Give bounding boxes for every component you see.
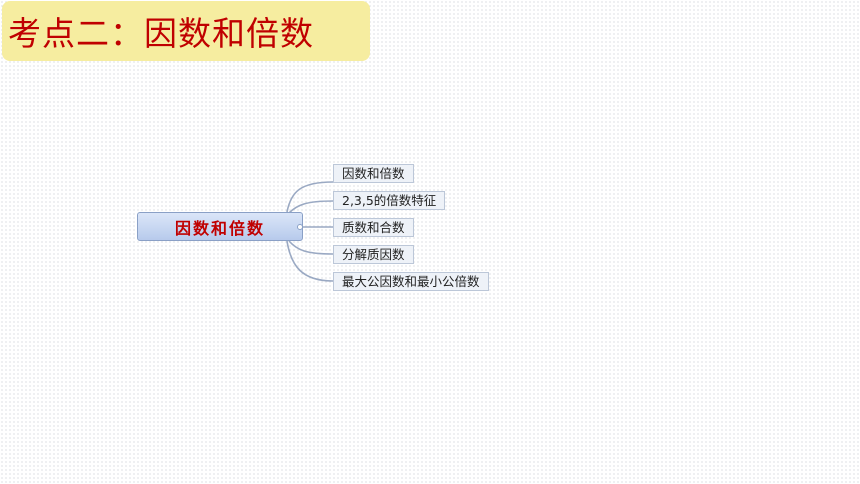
root-collapse-handle[interactable] xyxy=(297,224,303,230)
mindmap-child-node[interactable]: 2,3,5的倍数特征 xyxy=(333,191,446,210)
connector-2 xyxy=(288,200,334,214)
connector-4 xyxy=(288,240,334,255)
child-node-label: 因数和倍数 xyxy=(342,166,405,181)
mindmap-child-node[interactable]: 最大公因数和最小公倍数 xyxy=(333,272,489,291)
connector-5 xyxy=(286,240,334,282)
child-node-label: 最大公因数和最小公倍数 xyxy=(342,274,480,289)
page-title: 考点二：因数和倍数 xyxy=(8,14,314,53)
mindmap-child-node[interactable]: 质数和合数 xyxy=(333,218,414,237)
title-banner: 考点二：因数和倍数 xyxy=(2,1,370,61)
root-node-label: 因数和倍数 xyxy=(174,218,265,238)
child-node-label: 分解质因数 xyxy=(342,247,405,262)
connector-1 xyxy=(286,181,334,213)
mindmap-child-node[interactable]: 分解质因数 xyxy=(333,245,414,264)
child-node-label: 质数和合数 xyxy=(342,220,405,235)
mindmap-root-node[interactable]: 因数和倍数 xyxy=(137,212,303,241)
child-node-label: 2,3,5的倍数特征 xyxy=(342,193,437,208)
mindmap-child-node[interactable]: 因数和倍数 xyxy=(333,164,414,183)
